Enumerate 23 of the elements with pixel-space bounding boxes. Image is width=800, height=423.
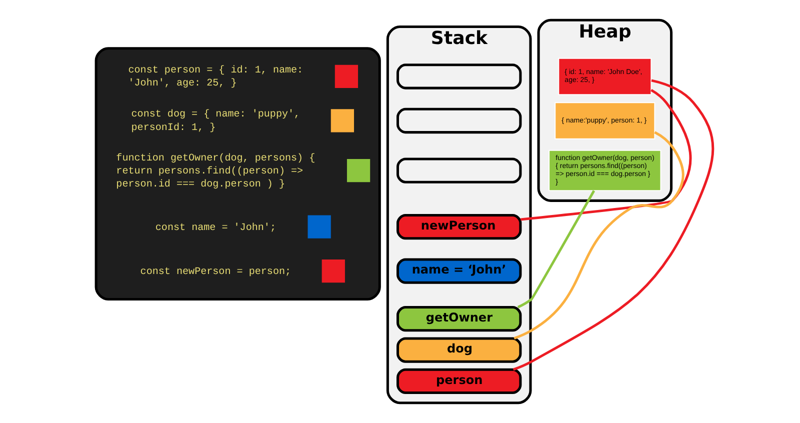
node-box	[330, 109, 354, 132]
node-text: const dog = { name: 'puppy', personId: 1, }	[130, 110, 300, 134]
connector	[516, 190, 595, 308]
node-box	[396, 158, 522, 184]
node-text: const newPerson = person;	[140, 267, 291, 278]
connector	[513, 131, 684, 340]
node-text: const name = 'John';	[154, 222, 276, 234]
node-box: person	[396, 368, 522, 394]
cluster	[94, 47, 380, 300]
connector	[520, 88, 692, 221]
node-text: const person = { id: 1, name: 'John', age: 25, }	[128, 65, 303, 90]
node-box	[346, 158, 370, 182]
node-box	[396, 64, 522, 90]
node-box	[396, 108, 522, 134]
node-box	[321, 260, 344, 283]
connector	[512, 79, 714, 371]
node-box	[307, 215, 330, 238]
node-box: dog	[396, 337, 522, 363]
node-box: name = ‘John’	[396, 258, 522, 284]
node-box	[334, 64, 358, 88]
node-text: function getOwner(dog, persons) { return persons.find((person) => person.id === dog.person ) }	[116, 153, 315, 191]
node-box: getOwner	[396, 306, 522, 332]
node-box: newPerson	[396, 214, 522, 240]
